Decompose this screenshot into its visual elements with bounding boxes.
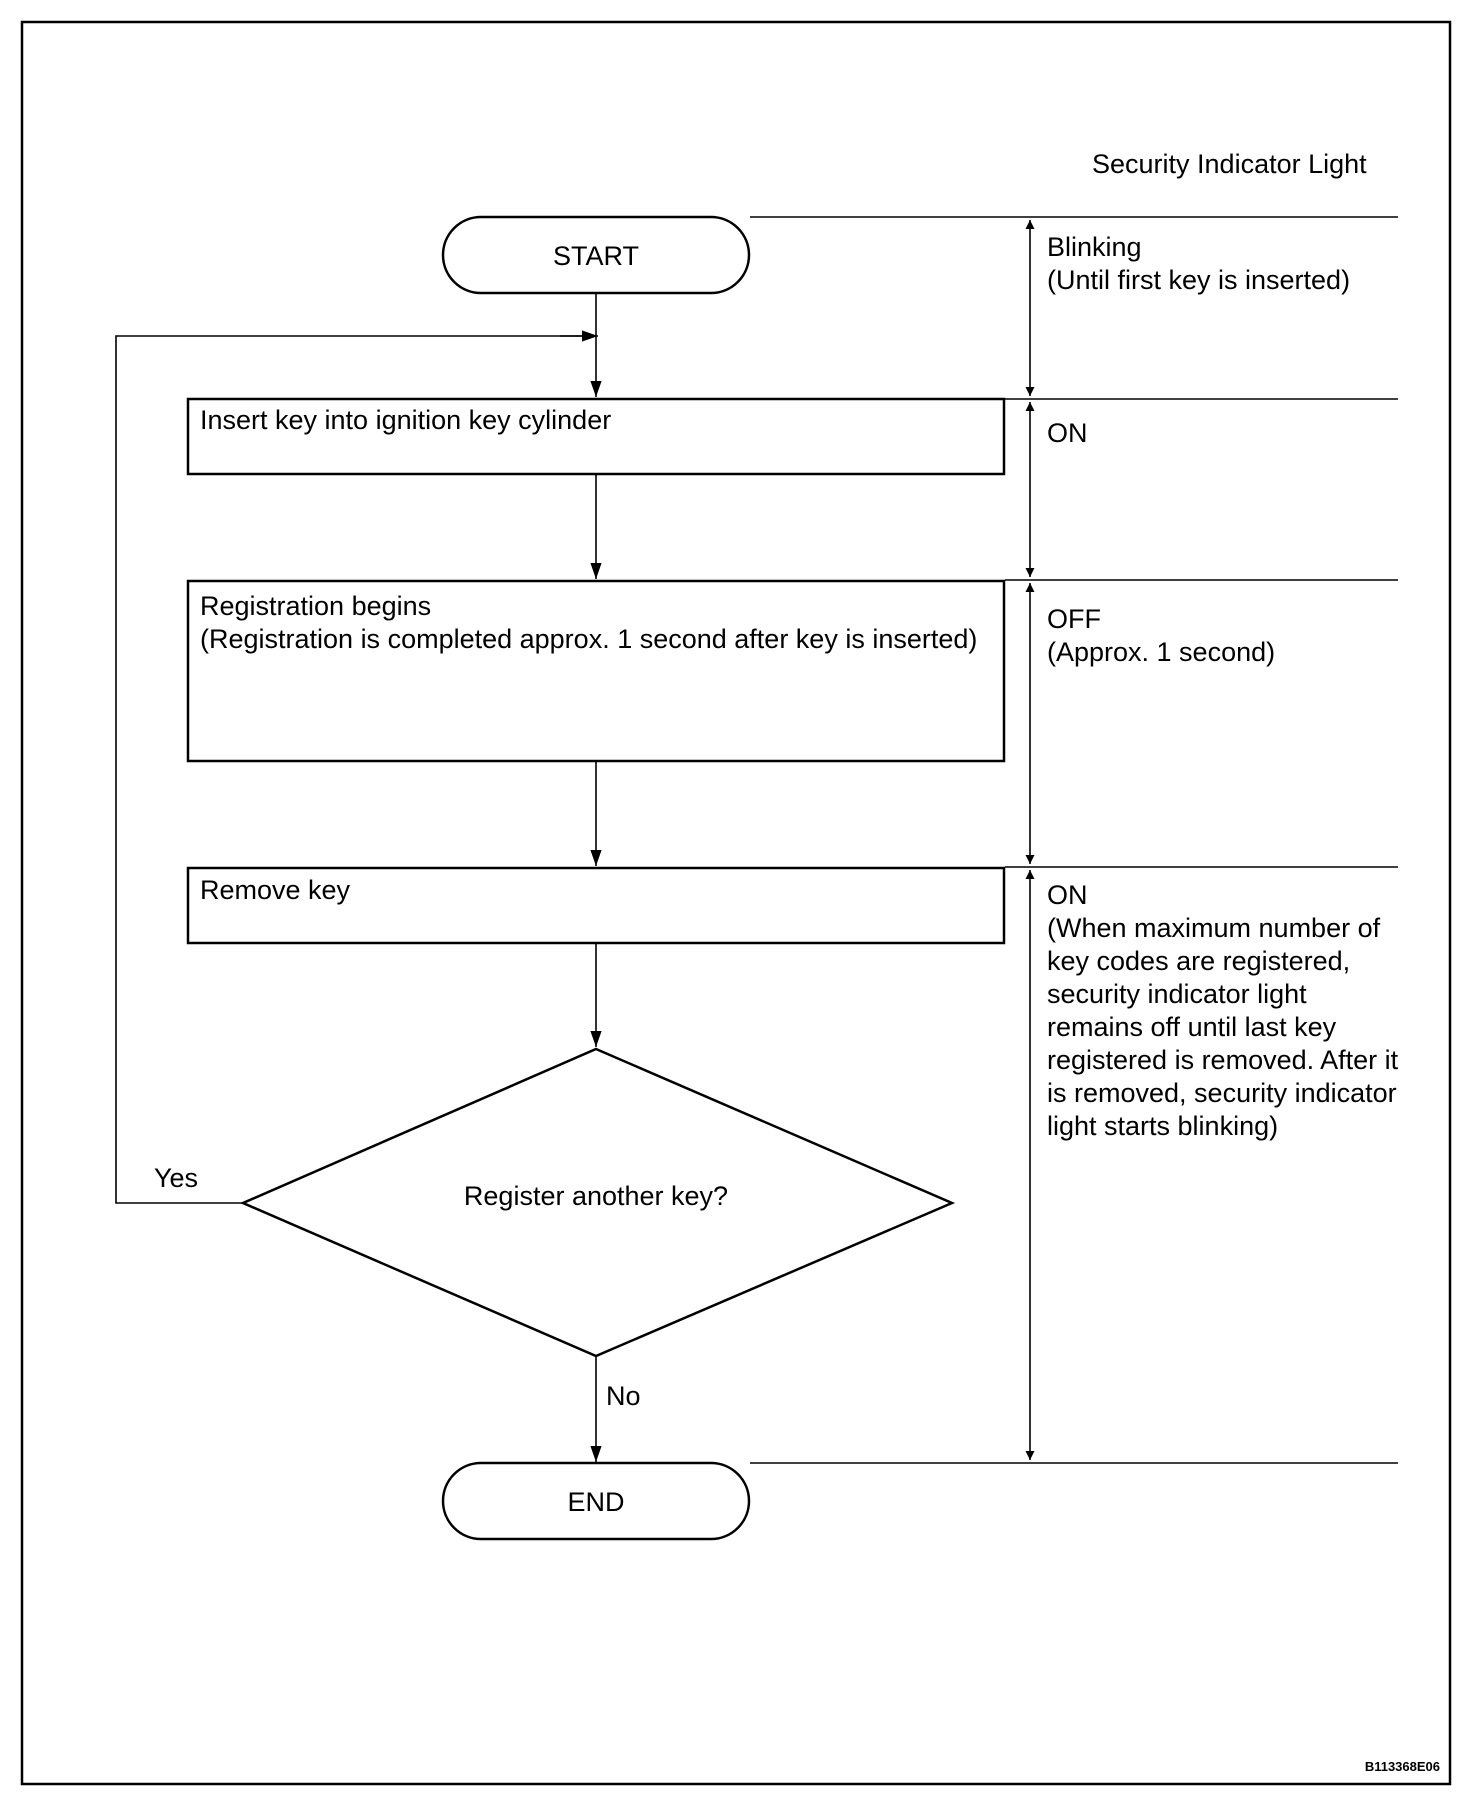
decision-label: Register another key? — [464, 1181, 728, 1211]
phase-on-final-line: key codes are registered, — [1047, 946, 1350, 976]
step-remove-key-label: Remove key — [200, 875, 351, 905]
start-label: START — [553, 241, 639, 271]
end-terminator: END — [441, 1461, 751, 1541]
step-registration-label: Registration begins — [200, 591, 431, 621]
step-insert-key: Insert key into ignition key cylinder — [186, 397, 1006, 476]
phase-blinking-label: Blinking — [1047, 232, 1142, 262]
phase-off-note: (Approx. 1 second) — [1047, 637, 1275, 667]
no-label: No — [606, 1381, 641, 1411]
phase-on-label: ON — [1047, 418, 1088, 448]
flow-connectors — [115, 294, 602, 1462]
end-label: END — [567, 1487, 624, 1517]
phase-on-final-line: (When maximum number of — [1047, 913, 1381, 943]
phase-off-label: OFF — [1047, 604, 1101, 634]
phase-on-final-line: security indicator light — [1047, 979, 1307, 1009]
connector-yes-loop — [115, 335, 596, 1204]
phase-on-final-line: ON — [1047, 880, 1088, 910]
start-shape — [441, 215, 751, 295]
figure-code: B113368E06 — [1365, 1759, 1440, 1774]
decision-diamond — [239, 1047, 956, 1358]
step-insert-key-box — [186, 397, 1006, 476]
decision-register-another: Register another key? — [239, 1047, 956, 1358]
phase-on-final-line: is removed, security indicator — [1047, 1078, 1397, 1108]
phase-on-final-text: ON (When maximum number of key codes are… — [1047, 880, 1399, 1141]
step-remove-key: Remove key — [186, 866, 1006, 945]
phase-on-final-line: registered is removed. After it — [1047, 1045, 1399, 1075]
indicator-column-title: Security Indicator Light — [1092, 149, 1367, 179]
end-shape — [441, 1461, 751, 1541]
phase-dividers — [750, 216, 1398, 1464]
step-remove-key-box — [186, 866, 1006, 945]
phase-on-final-line: light starts blinking) — [1047, 1111, 1278, 1141]
yes-label: Yes — [154, 1163, 198, 1193]
step-registration: Registration begins (Registration is com… — [186, 579, 1006, 763]
step-registration-note: (Registration is completed approx. 1 sec… — [200, 624, 977, 654]
step-insert-key-label: Insert key into ignition key cylinder — [200, 405, 611, 435]
phase-blinking-note: (Until first key is inserted) — [1047, 265, 1350, 295]
phase-on-final-line: remains off until last key — [1047, 1012, 1337, 1042]
start-terminator: START — [441, 215, 751, 295]
step-registration-box — [186, 579, 1006, 763]
figure-border — [20, 20, 1452, 1786]
